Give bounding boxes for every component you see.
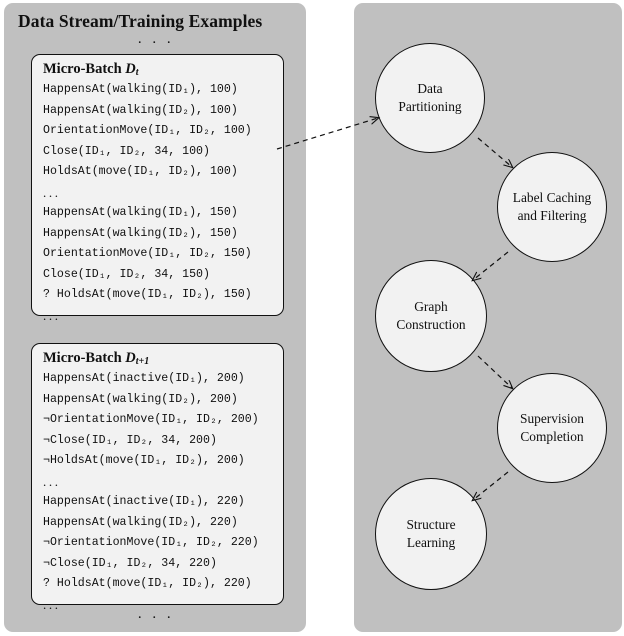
atom-item: OrientationMove(ID₁, ID₂, 100) (43, 124, 252, 137)
atom-item: Close(ID₁, ID₂, 34, 150) (43, 267, 210, 281)
atom-item: HappensAt(walking(ID₂), 220) (43, 515, 238, 529)
micro-batch-title-0: Micro-Batch Dt (43, 61, 283, 78)
node-label: Label Caching and Filtering (507, 189, 597, 225)
data-stream-panel: Data Stream/Training Examples . . . Micr… (4, 3, 306, 632)
atom-item: HappensAt(inactive(ID₁), 220) (43, 495, 245, 508)
atom-ellipsis: ... (43, 473, 61, 489)
node-label-line2: Learning (406, 535, 456, 550)
atom-item: HoldsAt(move(ID₁, ID₂), 100) (43, 165, 238, 178)
atom-item: ? HoldsAt(move(ID₁, ID₂), 220) (43, 577, 252, 590)
node-label-line1: Structure (406, 517, 456, 532)
node-label-line2: Partitioning (398, 99, 462, 114)
atom-item: Close(ID₁, ID₂, 34, 100) (43, 144, 210, 158)
page-title: Data Stream/Training Examples (18, 11, 263, 31)
atom-ellipsis: ... (43, 596, 61, 612)
micro-batch-symbol-0: D (125, 61, 136, 77)
atom-item: HappensAt(walking(ID₂), 200) (43, 392, 238, 406)
node-label-line2: and Filtering (517, 208, 587, 223)
micro-batch-symbol-1: D (125, 350, 136, 366)
atom-ellipsis: ... (43, 184, 61, 200)
micro-batch-box-1: Micro-Batch Dt+1 HappensAt(inactive(ID₁)… (31, 343, 284, 612)
node-label-line2: Completion (520, 429, 584, 444)
atom-item: ¬OrientationMove(ID₁, ID₂, 220) (43, 536, 259, 549)
stream-top-ellipsis: . . . (137, 31, 175, 47)
stream-bottom-ellipsis: . . . (137, 606, 175, 622)
atom-ellipsis: ... (43, 307, 61, 323)
node-label-line1: Graph (414, 299, 448, 314)
node-label-line1: Data (417, 81, 443, 96)
pipeline-node-label-caching-and-filtering[interactable]: Label Caching and Filtering (497, 152, 607, 262)
micro-batch-subscript-1: t+1 (135, 356, 150, 367)
micro-batch-title-1: Micro-Batch Dt+1 (43, 350, 283, 367)
atom-item: HappensAt(walking(ID₁), 100) (43, 83, 238, 96)
atom-item: HappensAt(walking(ID₂), 150) (43, 226, 238, 240)
micro-batch-subscript-0: t (135, 67, 139, 78)
atom-item: ¬Close(ID₁, ID₂, 34, 220) (43, 556, 217, 570)
node-label-line2: Construction (396, 317, 466, 332)
atom-item: OrientationMove(ID₁, ID₂, 150) (43, 247, 252, 260)
node-label-line1: Label Caching (512, 190, 592, 205)
atom-item: HappensAt(walking(ID₂), 100) (43, 103, 238, 117)
atom-item: ¬HoldsAt(move(ID₁, ID₂), 200) (43, 454, 245, 467)
atom-item: ¬OrientationMove(ID₁, ID₂, 200) (43, 413, 259, 426)
atom-item: HappensAt(inactive(ID₁), 200) (43, 372, 245, 385)
node-label-line1: Supervision (520, 411, 584, 426)
micro-batch-label-1: Micro-Batch (43, 350, 122, 366)
atom-item: ? HoldsAt(move(ID₁, ID₂), 150) (43, 288, 252, 301)
atom-item: ¬Close(ID₁, ID₂, 34, 200) (43, 433, 217, 447)
atom-list-1: HappensAt(inactive(ID₁), 200) HappensAt(… (32, 369, 283, 615)
atom-item: HappensAt(walking(ID₁), 150) (43, 206, 238, 219)
atom-list-0: HappensAt(walking(ID₁), 100) HappensAt(w… (32, 80, 283, 326)
micro-batch-label-0: Micro-Batch (43, 61, 122, 77)
micro-batch-box-0: Micro-Batch Dt HappensAt(walking(ID₁), 1… (31, 54, 284, 323)
